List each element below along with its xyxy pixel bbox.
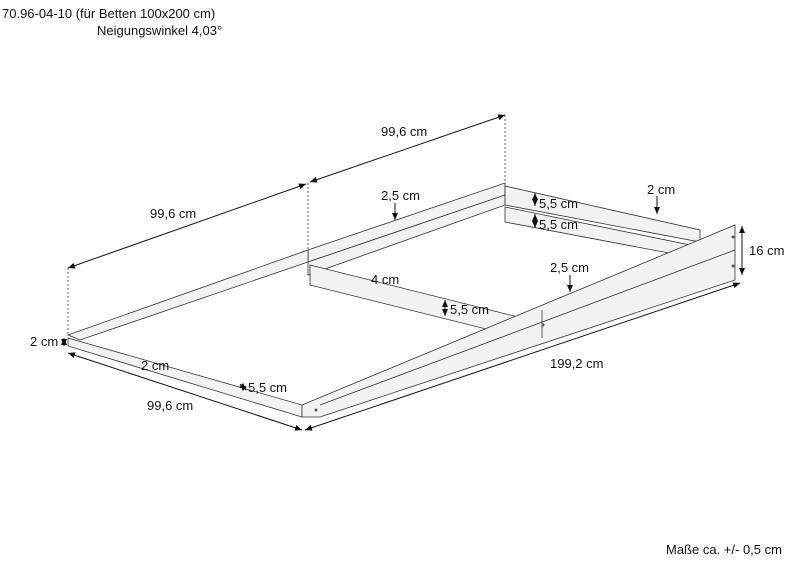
dim-line-back-width bbox=[309, 114, 506, 183]
label-front-width: 99,6 cm bbox=[147, 398, 193, 413]
dim-line-side-length bbox=[304, 282, 741, 431]
tilt-angle: Neigungswinkel 4,03° bbox=[97, 23, 222, 38]
diagram-title: 70.96-04-10 (für Betten 100x200 cm) bbox=[2, 6, 215, 21]
label-front-rail-thickness: 2 cm bbox=[141, 358, 169, 373]
dim-line-front-width bbox=[67, 352, 303, 431]
label-left-depth: 99,6 cm bbox=[150, 206, 196, 221]
label-back-rail-height-2: 5,5 cm bbox=[539, 217, 578, 232]
label-height-left: 2 cm bbox=[30, 334, 58, 349]
label-height-right: 16 cm bbox=[749, 243, 784, 258]
tolerance-note: Maße ca. +/- 0,5 cm bbox=[666, 542, 782, 557]
label-back-rail-thickness: 2 cm bbox=[647, 182, 675, 197]
label-middle-rail-height: 5,5 cm bbox=[450, 302, 489, 317]
label-back-rail-height-1: 5,5 cm bbox=[539, 196, 578, 211]
label-side-board-thickness: 2,5 cm bbox=[550, 260, 589, 275]
label-back-width: 99,6 cm bbox=[381, 124, 427, 139]
label-side-length: 199,2 cm bbox=[550, 356, 603, 371]
left-rail bbox=[66, 249, 309, 341]
label-top-board-thickness: 2,5 cm bbox=[381, 188, 420, 203]
dim-line-left-depth bbox=[67, 183, 307, 269]
label-front-rail-height: 5,5 cm bbox=[248, 380, 287, 395]
label-middle-rail-thickness: 4 cm bbox=[371, 272, 399, 287]
back-left-board-lower bbox=[307, 194, 506, 276]
